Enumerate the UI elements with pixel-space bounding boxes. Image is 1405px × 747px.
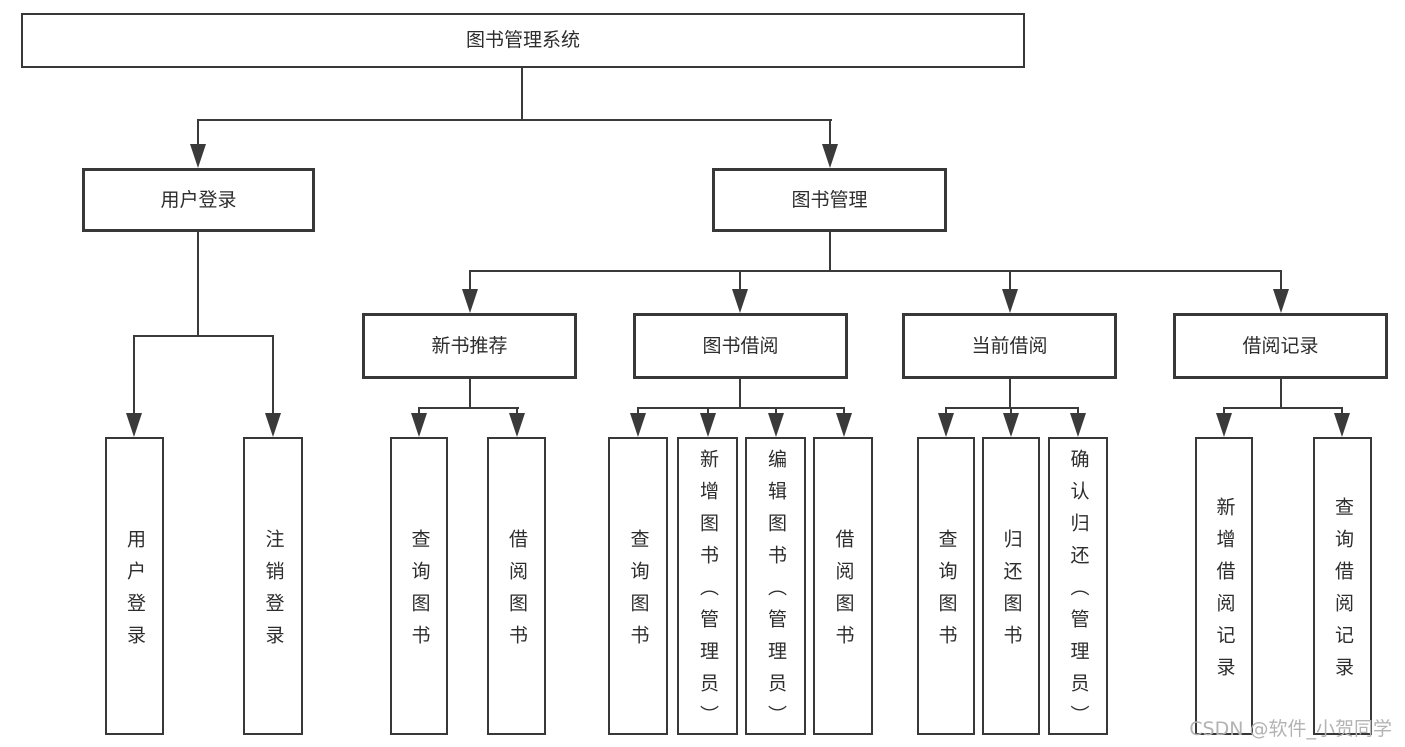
node-library-system: 图书管理系统 xyxy=(21,13,1025,68)
arrowhead-down-leaf-rec-1 xyxy=(411,413,427,437)
arrowhead-down-leaf-bor-4 xyxy=(836,413,852,437)
connector-drop-leaf-bor-2 xyxy=(707,407,709,417)
connector-current-borrow-stem xyxy=(1009,379,1011,409)
arrowhead-down-leaf-rcd-2 xyxy=(1334,413,1350,437)
connector-drop-leaf-bor-1 xyxy=(637,407,639,417)
leaf-rcd-query-record-label: 查询借阅记录 xyxy=(1332,496,1354,689)
connector-user-login-stem xyxy=(197,232,199,337)
connector-drop-leaf-cur-3 xyxy=(1077,407,1079,417)
arrowhead-down-book-borrow xyxy=(732,289,748,313)
leaf-bor-add-books-admin-label: 新增图书（管理员） xyxy=(697,448,719,737)
connector-level3-rail xyxy=(469,270,1282,272)
connector-drop-leaf-user-2 xyxy=(272,335,274,417)
connector-book-borrow-stem xyxy=(739,379,741,409)
csdn-watermark: CSDN @软件_小贺同学 xyxy=(1189,718,1392,740)
leaf-user-login-label: 用户登录 xyxy=(124,528,146,657)
leaf-rcd-add-record-label: 新增借阅记录 xyxy=(1213,496,1236,689)
connector-drop-user-login xyxy=(197,119,199,154)
connector-borrow-record-rail xyxy=(1223,407,1343,409)
leaf-bor-query-books: 查询图书 xyxy=(608,437,668,735)
leaf-cur-confirm-return-admin: 确认归还（管理员） xyxy=(1048,437,1108,737)
connector-drop-leaf-user-1 xyxy=(133,335,135,417)
arrowhead-down-leaf-user-2 xyxy=(265,413,281,437)
connector-drop-book-management xyxy=(829,119,831,154)
arrowhead-down-current-borrow xyxy=(1002,289,1018,313)
leaf-logout-label: 注销登录 xyxy=(262,528,285,657)
leaf-cur-query-books-label: 查询图书 xyxy=(935,528,958,657)
connector-drop-leaf-bor-4 xyxy=(843,407,845,417)
connector-book-management-stem xyxy=(829,232,831,272)
leaf-logout: 注销登录 xyxy=(243,437,303,735)
arrowhead-down-user-login xyxy=(190,144,206,168)
arrowhead-down-leaf-cur-2 xyxy=(1003,413,1019,437)
leaf-cur-return-books-label: 归还图书 xyxy=(1000,528,1023,657)
connector-drop-current-borrow xyxy=(1009,270,1011,294)
arrowhead-down-new-book xyxy=(462,289,478,313)
connector-drop-leaf-rcd-1 xyxy=(1223,407,1225,417)
node-book-management: 图书管理 xyxy=(712,168,947,232)
node-borrow-records: 借阅记录 xyxy=(1173,313,1388,379)
node-book-borrow: 图书借阅 xyxy=(633,313,848,379)
leaf-cur-confirm-return-admin-label: 确认归还（管理员） xyxy=(1067,448,1090,737)
node-new-book-recommend: 新书推荐 xyxy=(362,313,577,379)
connector-book-borrow-rail xyxy=(637,407,845,409)
connector-new-book-rail xyxy=(418,407,519,409)
connector-user-rail xyxy=(133,335,274,337)
leaf-bor-borrow-books-label: 借阅图书 xyxy=(832,528,855,657)
leaf-bor-borrow-books: 借阅图书 xyxy=(813,437,873,735)
leaf-rec-borrow-books: 借阅图书 xyxy=(487,437,546,735)
connector-drop-leaf-cur-1 xyxy=(945,407,947,417)
arrowhead-down-leaf-bor-2 xyxy=(700,413,716,437)
leaf-cur-query-books: 查询图书 xyxy=(917,437,975,735)
connector-drop-borrow-record xyxy=(1280,270,1282,294)
leaf-rec-query-books-label: 查询图书 xyxy=(408,528,431,657)
connector-drop-leaf-rec-2 xyxy=(516,407,518,417)
connector-drop-book-borrow xyxy=(739,270,741,294)
arrowhead-down-borrow-record xyxy=(1273,289,1289,313)
connector-drop-leaf-bor-3 xyxy=(775,407,777,417)
node-user-login: 用户登录 xyxy=(82,168,315,232)
connector-current-borrow-rail xyxy=(945,407,1079,409)
arrowhead-down-leaf-bor-3 xyxy=(768,413,784,437)
arrowhead-down-leaf-rec-2 xyxy=(509,413,525,437)
leaf-bor-edit-books-admin-label: 编辑图书（管理员） xyxy=(765,448,787,737)
connector-root-stem xyxy=(521,68,523,121)
connector-drop-leaf-cur-2 xyxy=(1010,407,1012,417)
leaf-rec-query-books: 查询图书 xyxy=(390,437,448,735)
connector-drop-new-book xyxy=(469,270,471,294)
connector-level2-rail xyxy=(197,119,832,121)
arrowhead-down-leaf-rcd-1 xyxy=(1216,413,1232,437)
connector-drop-leaf-rcd-2 xyxy=(1341,407,1343,417)
leaf-rcd-add-record: 新增借阅记录 xyxy=(1195,437,1253,735)
node-current-borrow: 当前借阅 xyxy=(902,313,1117,379)
arrowhead-down-book-management xyxy=(822,144,838,168)
leaf-rec-borrow-books-label: 借阅图书 xyxy=(506,528,528,657)
leaf-user-login: 用户登录 xyxy=(105,437,164,735)
arrowhead-down-leaf-user-1 xyxy=(126,413,142,437)
leaf-bor-edit-books-admin: 编辑图书（管理员） xyxy=(745,437,806,737)
leaf-rcd-query-record: 查询借阅记录 xyxy=(1313,437,1372,735)
connector-drop-leaf-rec-1 xyxy=(418,407,420,417)
arrowhead-down-leaf-cur-1 xyxy=(938,413,954,437)
connector-new-book-stem xyxy=(469,379,471,409)
connector-borrow-record-stem xyxy=(1280,379,1282,409)
leaf-bor-add-books-admin: 新增图书（管理员） xyxy=(677,437,738,737)
leaf-bor-query-books-label: 查询图书 xyxy=(627,528,650,657)
arrowhead-down-leaf-cur-3 xyxy=(1070,413,1086,437)
leaf-cur-return-books: 归还图书 xyxy=(982,437,1040,735)
arrowhead-down-leaf-bor-1 xyxy=(630,413,646,437)
